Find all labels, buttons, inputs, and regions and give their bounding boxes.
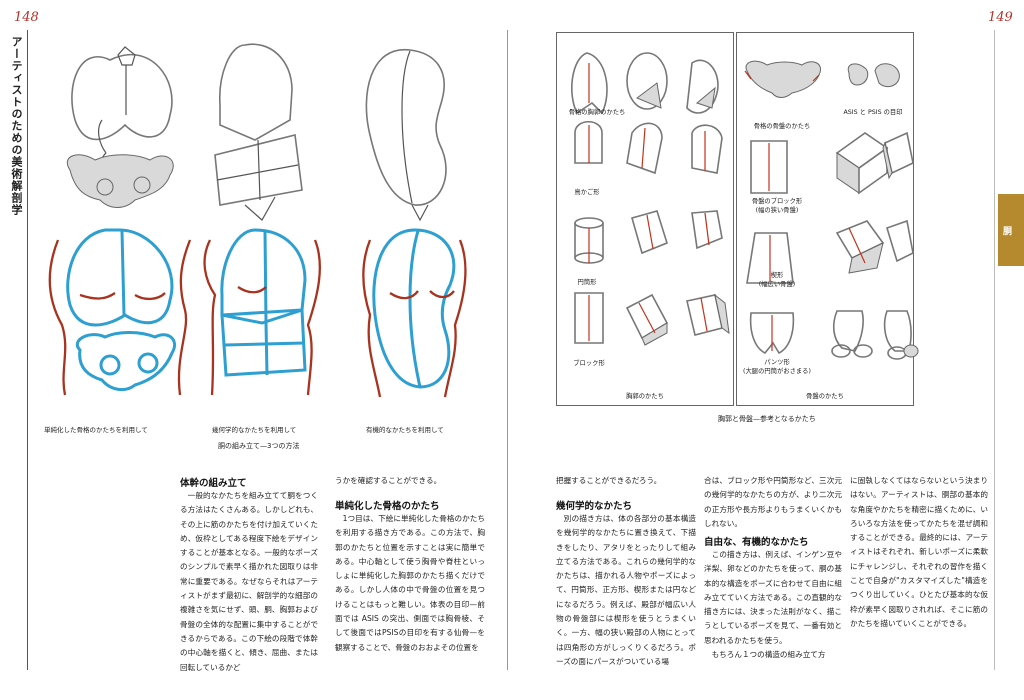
left-margin-rule <box>27 30 28 670</box>
heading-simplified-skeletal: 単純化した骨格のかたち <box>335 501 440 512</box>
body-col-2-lead: うかを確認することができる。 <box>335 476 442 485</box>
label-skeletal-pelvis: 骨格の骨盤のかたち <box>753 123 811 130</box>
figure-main-caption: 胴の組み立て—3つの方法 <box>218 442 300 450</box>
side-title: アーティストのための美術解剖学 <box>10 36 23 216</box>
body-col-3-lead: 把握することができるだろう。 <box>556 476 662 485</box>
torso-construction-figure <box>48 43 467 398</box>
ribcage-panel-caption: 胸郭のかたち <box>626 393 664 400</box>
body-col-3: 別の描き方は、体の各部分の基本構造を幾何学的なかたちに置き換えて、下描きをしたり… <box>556 514 696 666</box>
label-birdcage: 鳥かご形 <box>574 189 600 196</box>
right-figure-caption: 胸郭と骨盤—参考となるかたち <box>718 415 816 423</box>
right-margin-rule <box>994 30 995 670</box>
ribcage-shapes <box>571 52 730 346</box>
body-col-2: 1つ目は、下絵に単純化した骨格のかたちを利用する描き方である。この方法で、胸郭の… <box>335 514 485 652</box>
label-pelvis-block: 骨盤のブロック形 <box>751 198 803 205</box>
skeletal-overlay <box>48 228 192 396</box>
caption-organic: 有機的なかたちを利用して <box>366 426 444 434</box>
heading-trunk-assembly: 体幹の組み立て <box>180 478 247 489</box>
label-wedge: 楔形 <box>770 272 784 279</box>
left-page: 148 アーティストのための美術解剖学 <box>10 10 508 672</box>
pelvis-panel-caption: 骨盤のかたち <box>806 393 844 400</box>
body-col-5: に固執しなくてはならないという決まりはない。アーティストは、胴部の基本的な角度や… <box>850 476 988 628</box>
pelvis-shapes <box>744 60 919 360</box>
geometric-overlay <box>203 228 321 396</box>
label-asis-psis: ASIS と PSIS の目印 <box>843 109 903 116</box>
caption-geometric: 幾何学的なかたちを利用して <box>212 426 297 434</box>
heading-organic: 自由な、有機的なかたち <box>704 537 809 548</box>
body-col-4: この描き方は、例えば、インゲン豆や洋梨、卵などのかたちを使って、胴の基本的な構造… <box>704 550 842 660</box>
body-col-4-lead: 合は、ブロック形や円筒形など、三次元の幾何学的なかたちの方が、より二次元の正方形… <box>704 476 842 528</box>
geometric-sketch <box>214 43 303 221</box>
caption-skeletal: 単純化した骨格のかたちを利用して <box>44 426 148 434</box>
heading-geometric: 幾何学的なかたち <box>556 501 633 512</box>
label-cylinder: 円筒形 <box>577 279 597 286</box>
skeletal-sketch <box>67 46 174 208</box>
organic-sketch <box>365 49 447 222</box>
pelvis-panel: 骨格の骨盤のかたち ASIS と PSIS の目印 骨盤のブロック形 (幅の狭い… <box>736 32 919 406</box>
page-number-right: 149 <box>988 10 1013 25</box>
label-thigh-cylinders: (大腿の円筒がおさまる) <box>743 368 811 375</box>
section-tab: 胴 <box>998 194 1024 266</box>
label-wide-pelvis: (幅広い骨盤) <box>758 281 796 288</box>
label-skeletal-ribcage: 骨格の胸郭のかたち <box>568 109 626 116</box>
section-tab-label: 胴 <box>1003 227 1013 237</box>
organic-overlay <box>362 228 467 398</box>
body-col-1: 一般的なかたちを組み立てて胴をつくる方法はたくさんある。しかしどれも、その上に筋… <box>180 491 318 672</box>
label-block: ブロック形 <box>573 360 605 367</box>
right-page: 149 <box>512 0 1024 700</box>
label-pants: パンツ形 <box>764 359 790 366</box>
gutter-rule <box>507 30 508 670</box>
page-number-left: 148 <box>14 10 39 25</box>
label-narrow-pelvis: (幅の狭い骨盤) <box>755 207 799 214</box>
ribcage-panel: 骨格の胸郭のかたち 鳥かご形 円筒形 ブロック形 胸郭のかたち <box>556 32 734 406</box>
